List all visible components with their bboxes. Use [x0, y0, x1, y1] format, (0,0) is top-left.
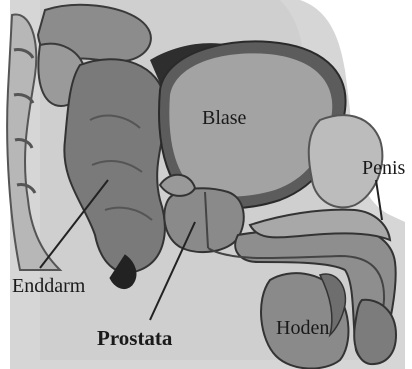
label-bladder: Blase: [202, 107, 247, 129]
label-prostate: Prostata: [97, 326, 173, 350]
label-rectum: Enddarm: [12, 275, 86, 297]
label-penis: Penis: [362, 157, 406, 179]
prostate: [164, 188, 243, 252]
label-testicles: Hoden: [276, 317, 329, 339]
